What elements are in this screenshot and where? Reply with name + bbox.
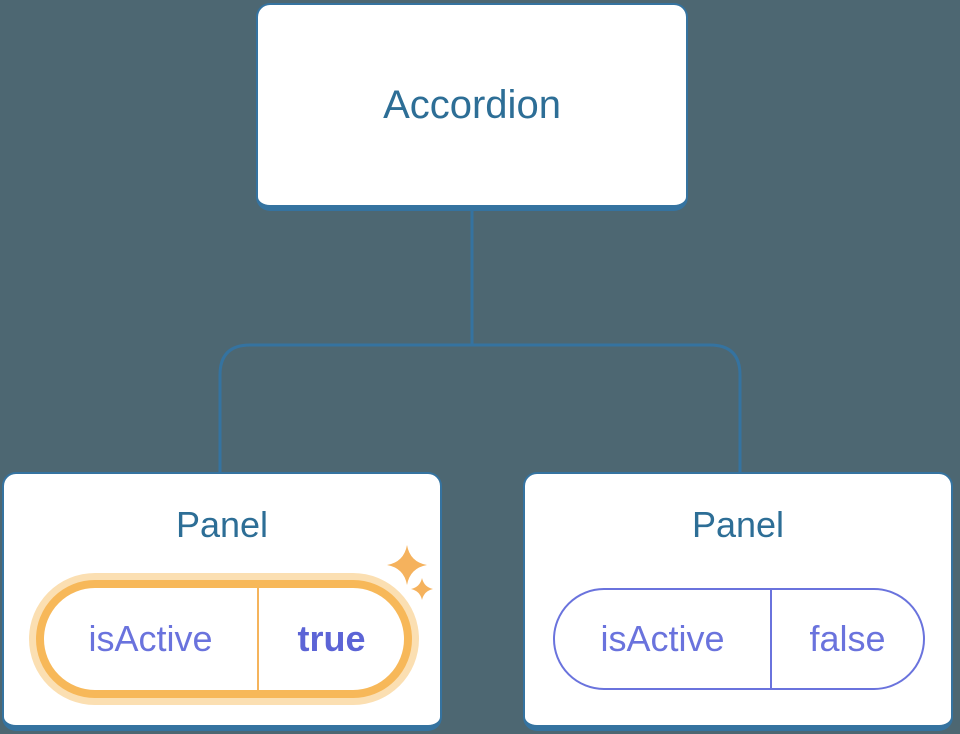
state-pill-active: isActive true: [36, 580, 412, 698]
panel-inactive-title: Panel: [691, 504, 785, 545]
panel-active-title: Panel: [175, 504, 269, 545]
accordion-node: Accordion: [256, 3, 688, 211]
state-pill-inactive: isActive false: [553, 588, 925, 690]
sparkles-icon: [387, 545, 433, 600]
state-pill-inactive-name: isActive: [555, 590, 772, 688]
state-pill-inactive-value: false: [809, 618, 886, 659]
panel-node-inactive: Panel isActive false: [523, 472, 953, 731]
state-pill-active-value: true: [297, 618, 366, 659]
accordion-node-label: Accordion: [383, 82, 561, 127]
state-pill-active-name: isActive: [44, 588, 259, 690]
panel-node-active: Panel isActive true: [2, 472, 442, 731]
